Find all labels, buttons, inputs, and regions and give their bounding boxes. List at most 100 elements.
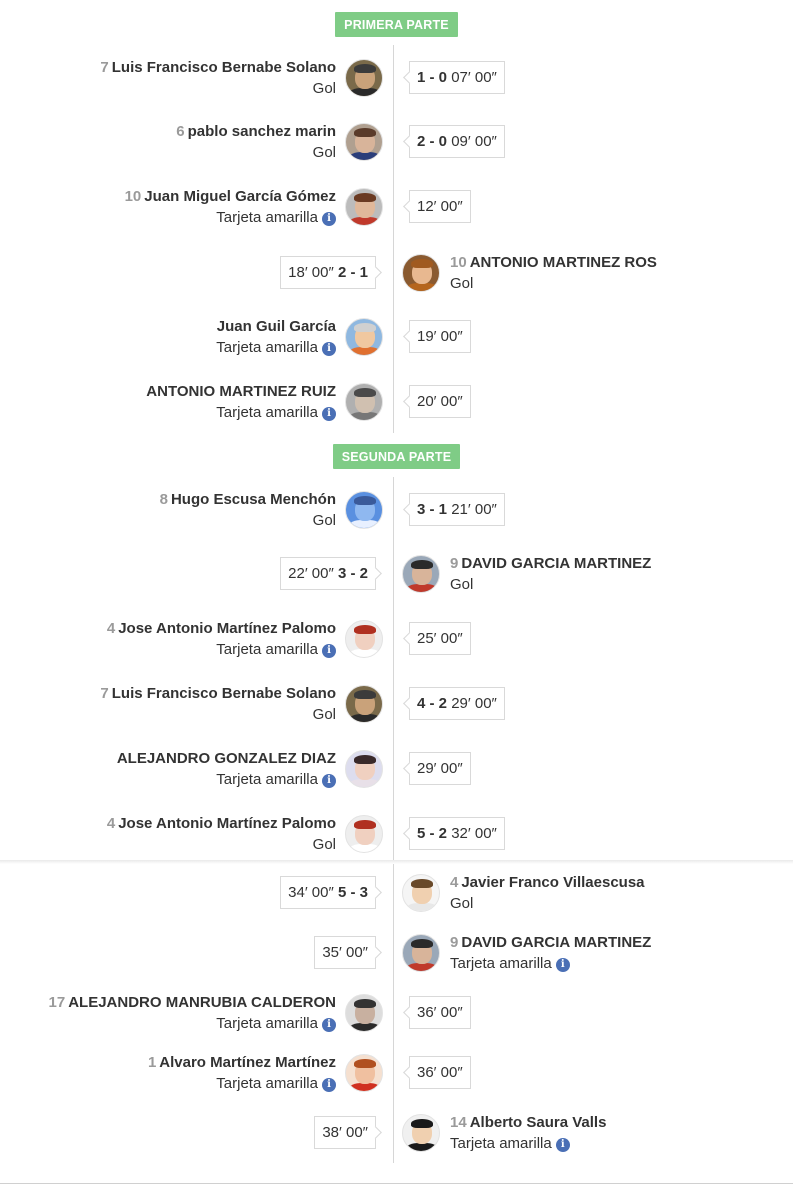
event-type-label: Gol — [312, 836, 336, 853]
event-time: 18′ 00″ — [288, 264, 334, 281]
player-name: DAVID GARCIA MARTINEZ — [461, 934, 652, 951]
player-name: Javier Franco Villaescusa — [461, 874, 645, 891]
event-time-box: 38′ 00″ — [314, 1116, 376, 1149]
info-icon[interactable]: i — [322, 212, 336, 226]
avatar-hair — [411, 1119, 433, 1128]
avatar-shirt — [349, 649, 381, 657]
avatar-hair — [354, 1059, 376, 1068]
player-avatar[interactable] — [402, 254, 440, 292]
event-type-label: Tarjeta amarilla — [216, 404, 318, 421]
player-avatar[interactable] — [402, 874, 440, 912]
avatar-shirt — [349, 779, 381, 787]
player-number: 9 — [450, 934, 459, 951]
info-icon[interactable]: i — [322, 1018, 336, 1032]
event-time-box: 1 - 0 07′ 00″ — [409, 61, 505, 94]
avatar-hair — [411, 259, 433, 268]
player-name-line[interactable]: ANTONIO MARTINEZ RUIZ — [146, 381, 336, 402]
event-time-box: 12′ 00″ — [409, 190, 471, 223]
avatar-hair — [354, 625, 376, 634]
player-name-line[interactable]: Juan Guil García — [216, 316, 336, 337]
info-icon[interactable]: i — [322, 774, 336, 788]
info-icon[interactable]: i — [322, 342, 336, 356]
player-avatar[interactable] — [345, 383, 383, 421]
player-info: ANTONIO MARTINEZ RUIZ Tarjeta amarilla i — [146, 381, 336, 423]
player-avatar[interactable] — [345, 491, 383, 529]
info-icon[interactable]: i — [322, 1078, 336, 1092]
player-name: ANTONIO MARTINEZ ROS — [469, 254, 657, 271]
info-icon[interactable]: i — [555, 1138, 570, 1152]
player-number: 10 — [450, 254, 467, 271]
avatar-shirt — [406, 283, 438, 291]
info-icon[interactable]: i — [322, 407, 336, 421]
event-type-label: Tarjeta amarilla — [216, 209, 318, 226]
event-time: 36′ 00″ — [417, 1004, 463, 1021]
avatar-shirt — [406, 584, 438, 592]
player-avatar[interactable] — [402, 555, 440, 593]
avatar-shirt — [406, 903, 438, 911]
event-type: Tarjeta amarilla i — [146, 402, 336, 423]
player-name-line[interactable]: ALEJANDRO GONZALEZ DIAZ — [117, 748, 336, 769]
player-avatar[interactable] — [345, 123, 383, 161]
player-avatar[interactable] — [402, 934, 440, 972]
timeline-line — [393, 45, 394, 433]
player-avatar[interactable] — [345, 318, 383, 356]
avatar-hair — [354, 193, 376, 202]
player-avatar[interactable] — [345, 1054, 383, 1092]
event-score: 5 - 2 — [417, 825, 448, 842]
player-number: 1 — [147, 1054, 157, 1071]
event-type: Gol — [450, 273, 657, 294]
player-avatar[interactable] — [402, 1114, 440, 1152]
avatar-hair — [354, 755, 376, 764]
second-half-badge: SEGUNDA PARTE — [0, 444, 793, 469]
player-avatar[interactable] — [345, 59, 383, 97]
avatar-hair — [354, 128, 376, 137]
player-avatar[interactable] — [345, 685, 383, 723]
player-number: 10 — [124, 188, 142, 205]
avatar-shirt — [349, 1083, 381, 1091]
player-avatar[interactable] — [345, 620, 383, 658]
player-avatar[interactable] — [345, 188, 383, 226]
info-icon[interactable]: i — [555, 958, 570, 972]
event-score: 3 - 1 — [417, 501, 448, 518]
event-type-label: Tarjeta amarilla — [216, 1075, 318, 1092]
info-icon[interactable]: i — [322, 644, 336, 658]
avatar-hair — [354, 64, 376, 73]
player-number: 9 — [450, 555, 459, 572]
avatar-shirt — [349, 347, 381, 355]
player-avatar[interactable] — [345, 750, 383, 788]
event-time-box: 4 - 2 29′ 00″ — [409, 687, 505, 720]
event-time-box: 34′ 00″ 5 - 3 — [280, 876, 376, 909]
event-score: 4 - 2 — [417, 695, 448, 712]
player-name: ANTONIO MARTINEZ RUIZ — [146, 383, 336, 400]
event-time: 35′ 00″ — [322, 944, 368, 961]
avatar-shirt — [349, 1023, 381, 1031]
player-avatar[interactable] — [345, 994, 383, 1032]
event-time-box: 19′ 00″ — [409, 320, 471, 353]
player-avatar[interactable] — [345, 815, 383, 853]
event-time-box: 35′ 00″ — [314, 936, 376, 969]
